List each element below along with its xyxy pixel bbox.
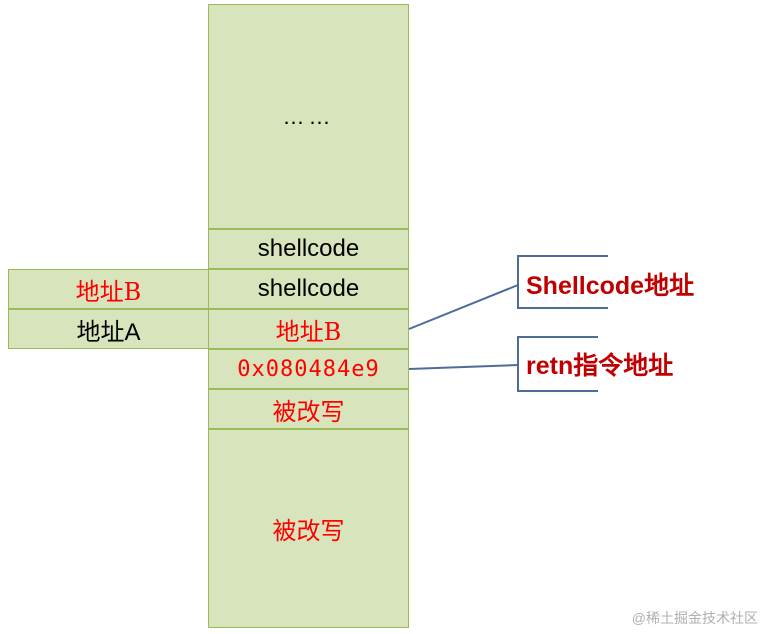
side-cell-address-b: 地址B (8, 269, 209, 309)
overwritten-label-1: 被改写 (272, 397, 345, 426)
side-address-a-label: 地址A (76, 318, 141, 346)
stack-cell-overwritten-1: 被改写 (208, 389, 409, 429)
stack-cell-dots: …… (208, 4, 409, 229)
stack-cell-shellcode-1: shellcode (208, 229, 409, 269)
callout-shellcode-address: Shellcode地址 (526, 272, 695, 300)
connector-jmp-address (408, 364, 519, 370)
stack-cell-address-b: 地址B (208, 309, 409, 349)
shellcode-label-1: shellcode (257, 235, 360, 262)
shellcode-label-2: shellcode (257, 275, 360, 302)
dots-label: …… (282, 103, 335, 129)
address-b-label: 地址B (275, 317, 342, 346)
stack-cell-jmp-address: 0x080484e9 (208, 349, 409, 389)
watermark: @稀土掘金技术社区 (631, 610, 758, 626)
side-cell-address-a: 地址A (8, 309, 209, 349)
overwritten-label-2: 被改写 (272, 517, 345, 545)
jmp-address-label: 0x080484e9 (237, 356, 380, 382)
connector-address-b (408, 284, 519, 330)
callout-retn-address: retn指令地址 (526, 352, 674, 380)
stack-cell-overwritten-2: 被改写 (208, 429, 409, 628)
stack-cell-shellcode-2: shellcode (208, 269, 409, 309)
side-address-b-label: 地址B (75, 277, 142, 306)
